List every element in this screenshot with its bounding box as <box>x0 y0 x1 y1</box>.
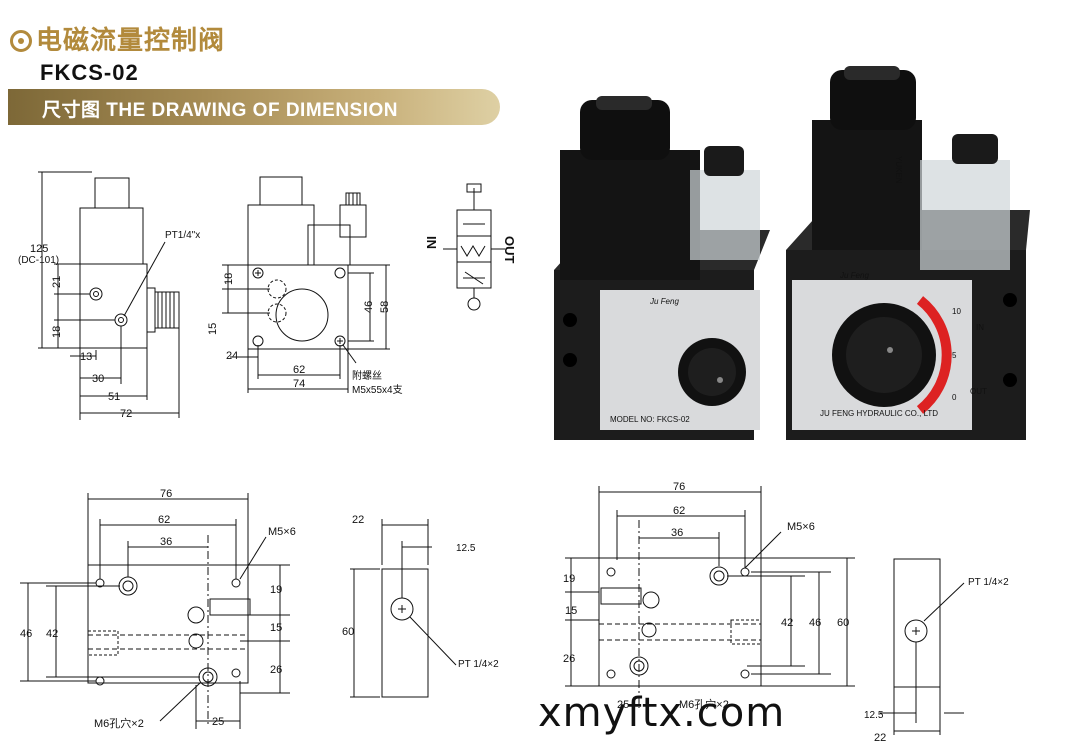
side-view-drawing: 125 (DC-101) 21 18 13 30 51 72 PT1/4"x2 <box>18 171 200 420</box>
bottom-left-drawing: 76 62 36 M5×6 19 15 26 46 42 25 M6孔穴×2 <box>20 488 296 730</box>
in-label: IN <box>424 236 439 249</box>
dim-15: 15 <box>565 605 577 617</box>
port-hole <box>89 287 103 301</box>
bolt-note-line1: 附螺丝 <box>352 369 382 382</box>
dim-18: 18 <box>51 326 63 338</box>
dim-25: 25 <box>212 716 224 728</box>
dim-46: 46 <box>363 301 375 313</box>
out-label: OUT <box>502 236 517 264</box>
body-outline <box>598 557 762 687</box>
coil-cap-outline <box>94 177 130 209</box>
watermark: xmyftx.com <box>538 690 786 736</box>
body-outline <box>381 568 429 698</box>
dim-72: 72 <box>120 408 132 420</box>
bottom-right-drawing: 76 62 36 M5×6 19 15 26 42 46 60 25 M6孔穴×… <box>563 481 855 710</box>
page-title: 电磁流量控制阀 <box>10 20 225 57</box>
valve-right <box>786 66 1030 440</box>
dim-26: 26 <box>270 664 282 676</box>
dim-26: 26 <box>563 653 575 665</box>
bolt-note-line2: M5x55x4支 <box>352 384 403 396</box>
bullet-icon <box>10 30 32 52</box>
dim-18: 18 <box>223 273 235 285</box>
dim-22: 22 <box>352 514 364 526</box>
dim-76: 76 <box>673 481 685 493</box>
body-outline <box>247 264 349 350</box>
banner-text: 尺寸图 THE DRAWING OF DIMENSION <box>42 100 399 121</box>
port-note: PT 1/4×2 <box>458 659 499 670</box>
body-outline <box>893 558 941 688</box>
section-banner: 尺寸图 THE DRAWING OF DIMENSION <box>8 89 500 125</box>
dim-dc101: (DC-101) <box>18 255 59 266</box>
dim-42: 42 <box>46 628 58 640</box>
dim-m5: M5×6 <box>787 521 815 533</box>
dim-22: 22 <box>874 732 886 744</box>
in-mark: IN <box>976 323 984 332</box>
dim-15: 15 <box>270 622 282 634</box>
dim-36: 36 <box>160 536 172 548</box>
scale-5: 5 <box>952 351 957 360</box>
dim-25: 25 <box>617 699 629 710</box>
dim-24: 24 <box>226 350 238 362</box>
dim-m5: M5×6 <box>268 526 296 538</box>
dim-51: 51 <box>108 391 120 403</box>
hole-note: M6孔穴×2 <box>679 697 729 710</box>
front-view-drawing: 18 15 24 62 74 46 58 附螺丝 M5x55x4支 <box>207 176 403 396</box>
title-text: 电磁流量控制阀 <box>36 26 226 56</box>
hole-note: M6孔穴×2 <box>94 716 144 730</box>
body-outline <box>87 564 249 684</box>
dim-12-5: 12.5 <box>456 543 476 554</box>
dim-74: 74 <box>293 378 305 390</box>
bottom-left-side-drawing: 22 12.5 60 PT 1/4×2 <box>342 514 499 698</box>
dim-12-5: 12.5 <box>864 710 884 721</box>
brand-mark: Ju Feng <box>839 271 869 280</box>
dim-60: 60 <box>342 626 354 638</box>
port-label: PT1/4"x2 <box>165 230 200 241</box>
port-note: PT 1/4×2 <box>968 577 1009 588</box>
dim-46: 46 <box>809 617 821 629</box>
dim-13: 13 <box>80 351 92 363</box>
dim-21: 21 <box>51 276 63 288</box>
valve-left <box>554 96 770 440</box>
dim-36: 36 <box>671 527 683 539</box>
dim-62: 62 <box>673 505 685 517</box>
out-mark: OUT <box>970 387 987 396</box>
port-hole <box>114 313 128 327</box>
coil-outline <box>79 207 144 265</box>
body-outline <box>79 263 148 349</box>
dim-19: 19 <box>563 573 575 585</box>
dim-30: 30 <box>92 373 104 385</box>
dim-19: 19 <box>270 584 282 596</box>
dim-42: 42 <box>781 617 793 629</box>
knob-circle <box>275 288 329 342</box>
dim-15: 15 <box>207 323 219 335</box>
dim-76: 76 <box>160 488 172 500</box>
dim-62: 62 <box>293 364 305 376</box>
scale-10: 10 <box>952 307 961 316</box>
hydraulic-symbol: IN OUT <box>424 183 517 311</box>
dim-62: 62 <box>158 514 170 526</box>
product-photo: Ju Feng Ju Feng MODEL NO: FKCS-02 JU FEN… <box>554 66 1030 440</box>
dim-46: 46 <box>20 628 32 640</box>
coil-mark: YUKEN <box>894 156 903 184</box>
model-number: FKCS-02 <box>40 60 139 85</box>
plate-model: MODEL NO: FKCS-02 <box>610 415 690 424</box>
brand-mark: Ju Feng <box>649 297 679 306</box>
dim-125: 125 <box>30 243 48 255</box>
bottom-right-side-drawing: PT 1/4×2 12.5 22 <box>864 558 1009 744</box>
plate-maker: JU FENG HYDRAULIC CO., LTD <box>820 409 938 418</box>
scale-0: 0 <box>952 393 957 402</box>
dim-58: 58 <box>379 301 391 313</box>
dim-60: 60 <box>837 617 849 629</box>
